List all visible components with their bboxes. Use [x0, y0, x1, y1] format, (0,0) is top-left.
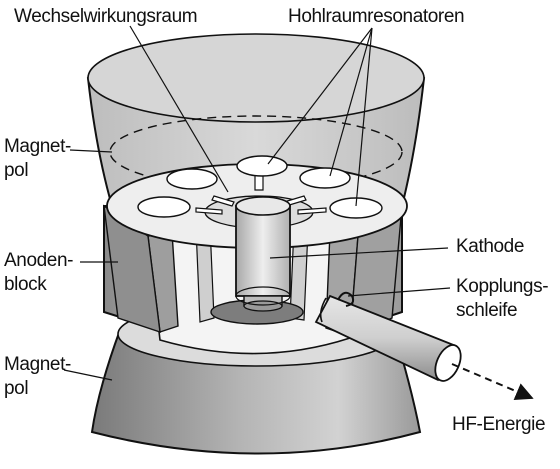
- leader-lines: [63, 25, 451, 381]
- label-coupling-loop-line2: schleife: [456, 300, 517, 321]
- output-coupling-pipe: [314, 291, 462, 382]
- label-magnet-pole-bottom-line2: pol: [4, 378, 28, 399]
- cathode: [235, 196, 291, 312]
- label-cathode: Kathode: [456, 236, 524, 257]
- label-anode-block-line2: block: [4, 274, 47, 295]
- rf-energy-arrow: [451, 363, 534, 400]
- cavity-resonator-holes: [137, 155, 383, 219]
- label-magnet-pole-top-line2: pol: [4, 160, 28, 181]
- label-anode-block-line1: Anoden-: [4, 250, 73, 271]
- label-coupling-loop-line1: Kopplungs-: [456, 276, 548, 297]
- label-magnet-pole-top-line1: Magnet-: [4, 136, 71, 157]
- label-interaction-space: Wechselwirkungsraum: [14, 6, 197, 27]
- label-rf-energy: HF-Energie: [452, 414, 545, 435]
- label-cavity-resonators: Hohlraumresonatoren: [288, 6, 464, 27]
- label-magnet-pole-bottom-line1: Magnet-: [4, 354, 71, 375]
